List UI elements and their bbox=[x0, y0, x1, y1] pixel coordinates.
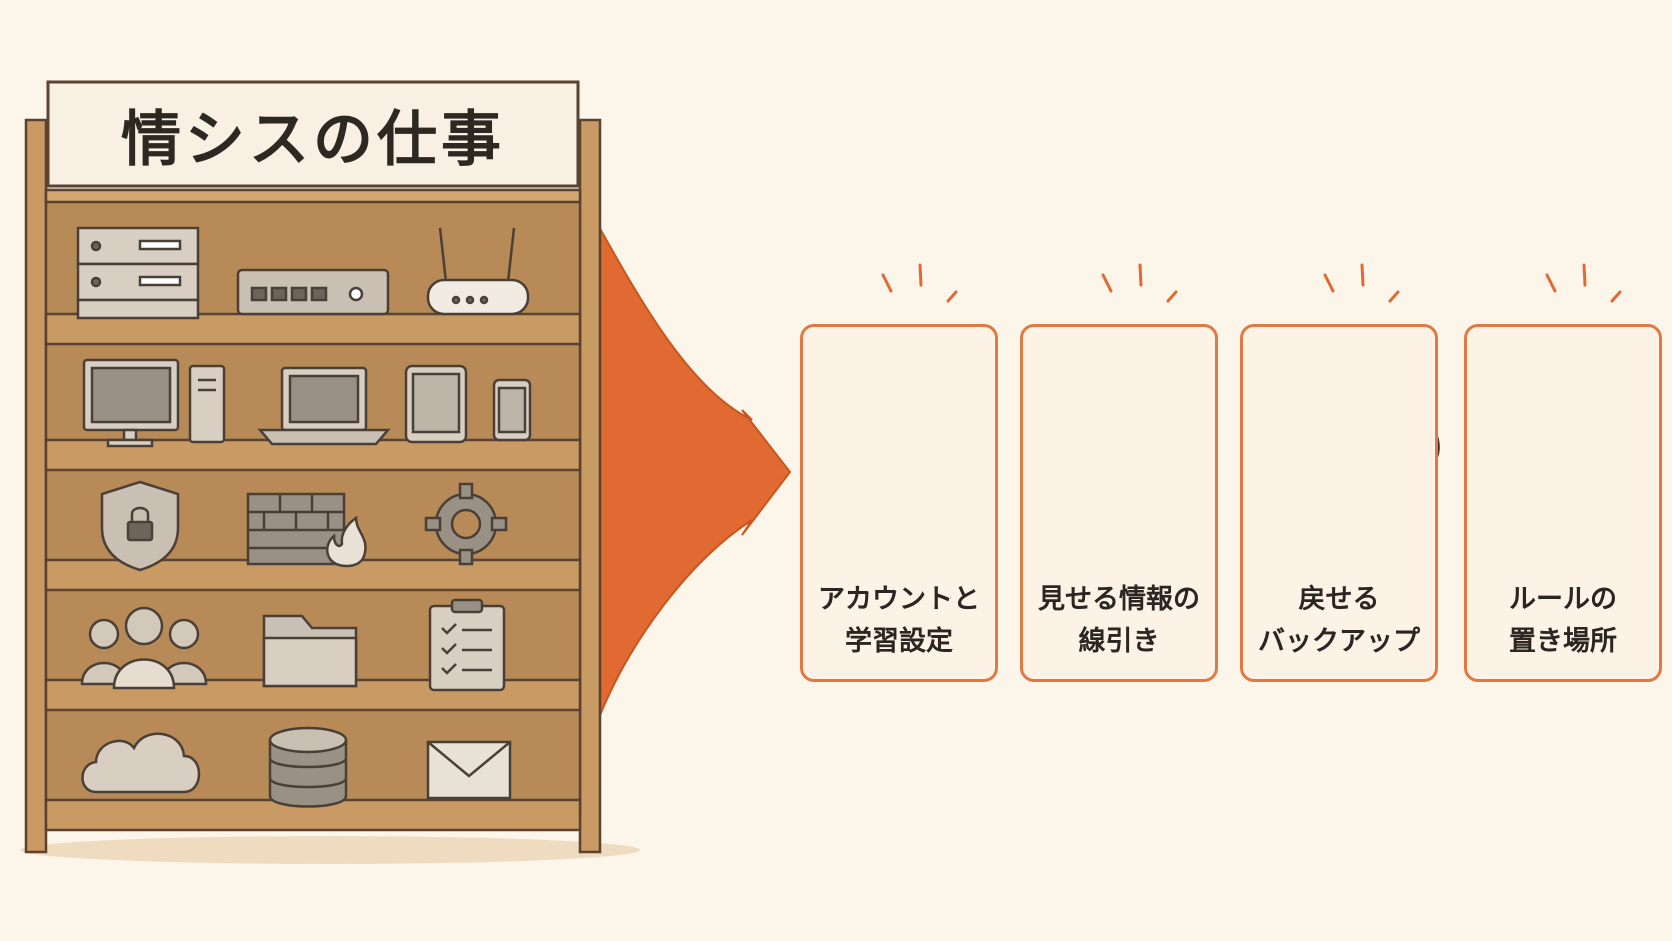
database-icon bbox=[268, 726, 348, 808]
server-rack-icon bbox=[76, 226, 200, 320]
card-backup: 戻せる バックアップ bbox=[1240, 324, 1438, 682]
firewall-icon bbox=[246, 492, 367, 568]
sparkle-lines-3 bbox=[1323, 263, 1400, 303]
pc-tower-icon bbox=[188, 364, 226, 444]
floor-shadow bbox=[20, 836, 640, 864]
card-label: アカウントと 学習設定 bbox=[803, 579, 995, 663]
card-label-line2: 線引き bbox=[1078, 626, 1160, 657]
card-label-line2: 学習設定 bbox=[845, 626, 953, 657]
desktop-monitor-icon bbox=[82, 358, 180, 448]
folder-icon bbox=[262, 614, 358, 688]
transform-arrow bbox=[597, 221, 792, 721]
tablet-icon bbox=[404, 364, 468, 444]
card-label-line1: 戻せる bbox=[1298, 584, 1380, 615]
sparkle-lines-1 bbox=[881, 263, 958, 303]
users-group-icon bbox=[80, 606, 208, 690]
card-label-line2: 置き場所 bbox=[1509, 626, 1617, 657]
card-info-boundaries: 見せる情報の 線引き bbox=[1020, 324, 1218, 682]
card-label: ルールの 置き場所 bbox=[1467, 579, 1659, 663]
card-label: 見せる情報の 線引き bbox=[1023, 579, 1215, 663]
card-label-line1: アカウントと bbox=[818, 584, 980, 615]
card-label-line1: ルールの bbox=[1509, 584, 1617, 615]
card-label: 戻せる バックアップ bbox=[1243, 579, 1435, 663]
sparkle-lines-2 bbox=[1101, 263, 1178, 303]
sparkle-lines-4 bbox=[1545, 263, 1622, 303]
shelf-title: 情シスの仕事 bbox=[121, 104, 505, 175]
gear-icon bbox=[424, 482, 508, 566]
card-label-line1: 見せる情報の bbox=[1038, 584, 1200, 615]
checklist-clipboard-icon bbox=[428, 598, 506, 692]
network-switch-icon bbox=[236, 268, 390, 316]
laptop-icon bbox=[257, 366, 391, 446]
card-account-settings: アカウントと 学習設定 bbox=[800, 324, 998, 682]
card-label-line2: バックアップ bbox=[1258, 626, 1420, 657]
mail-envelope-icon bbox=[426, 740, 512, 800]
smartphone-icon bbox=[492, 378, 532, 442]
cloud-icon bbox=[81, 732, 201, 794]
wifi-router-icon bbox=[426, 227, 530, 316]
card-rule-location: ルールの 置き場所 bbox=[1464, 324, 1662, 682]
security-shield-icon bbox=[100, 480, 180, 572]
